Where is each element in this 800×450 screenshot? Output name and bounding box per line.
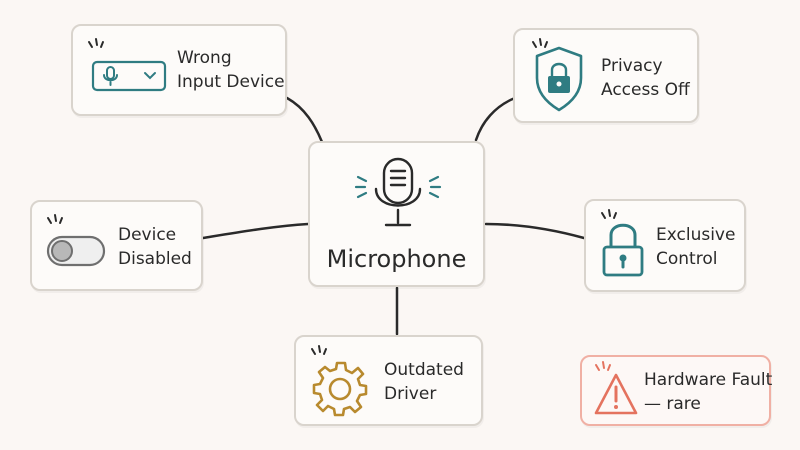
hardware-fault-line2: — rare: [644, 394, 701, 414]
exclusive-line2: Control: [656, 249, 718, 269]
hardware-fault-label: Hardware Fault — rare: [644, 368, 772, 416]
connector-exclusive: [484, 222, 586, 240]
toggle-off-icon: [46, 214, 106, 267]
connector-privacy: [474, 96, 517, 142]
center-label: Microphone: [326, 245, 467, 273]
node-outdated-driver[interactable]: Outdated Driver: [294, 335, 483, 426]
microphone-icon: [354, 157, 442, 227]
gear-icon: [311, 345, 368, 417]
device-disabled-label: Device Disabled: [118, 223, 192, 271]
outdated-driver-label: Outdated Driver: [384, 358, 464, 406]
outdated-driver-line2: Driver: [384, 384, 437, 404]
privacy-line1: Privacy: [601, 56, 663, 76]
privacy-line2: Access Off: [601, 80, 690, 100]
wrong-input-line1: Wrong: [177, 48, 232, 68]
node-hardware-fault[interactable]: Hardware Fault — rare: [580, 355, 772, 426]
node-device-disabled[interactable]: Device Disabled: [30, 200, 203, 291]
device-disabled-line1: Device: [118, 225, 177, 245]
shield-lock-icon: [532, 38, 583, 112]
wrong-input-label: Wrong Input Device: [177, 46, 285, 94]
wrong-input-line2: Input Device: [177, 72, 285, 92]
exclusive-label: Exclusive Control: [656, 223, 735, 271]
outdated-driver-line1: Outdated: [384, 360, 464, 380]
microphone-dropdown-icon: [88, 38, 167, 92]
center-node-microphone[interactable]: Microphone: [308, 141, 485, 287]
node-privacy-access-off[interactable]: Privacy Access Off: [513, 28, 699, 123]
device-disabled-line2: Disabled: [118, 249, 192, 269]
connector-device-disabled: [201, 222, 310, 240]
hardware-fault-line1: Hardware Fault: [644, 370, 773, 390]
padlock-icon: [601, 209, 644, 277]
node-wrong-input-device[interactable]: Wrong Input Device: [71, 24, 287, 116]
warning-icon: [594, 361, 638, 415]
exclusive-line1: Exclusive: [656, 225, 736, 245]
node-exclusive-control[interactable]: Exclusive Control: [584, 199, 746, 292]
connector-wrong-input: [285, 96, 324, 144]
privacy-label: Privacy Access Off: [601, 54, 690, 102]
